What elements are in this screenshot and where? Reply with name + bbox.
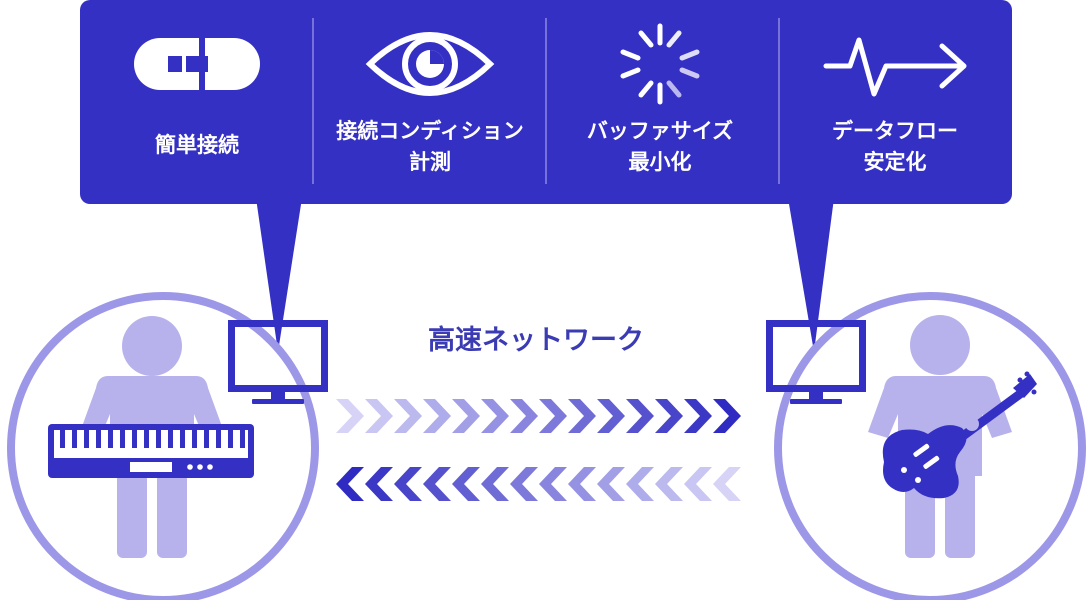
guitar-icon (882, 371, 1037, 499)
feature-banner (80, 0, 1012, 352)
chevron-left-icon (655, 467, 683, 501)
chevron-left-icon (510, 467, 538, 501)
feature-label-line: データフロー (832, 119, 958, 143)
chevron-left-icon (713, 467, 741, 501)
chevron-right-icon (539, 399, 567, 433)
chevron-left-icon (568, 467, 596, 501)
chevron-left-icon (597, 467, 625, 501)
pulse-arrow-icon (823, 37, 967, 97)
eye-icon (365, 32, 495, 96)
chevron-left-icon (626, 467, 654, 501)
guitar-player (868, 315, 1037, 558)
chevron-right-icon (452, 399, 480, 433)
feature-label-buffer: バッファサイズ 最小化 (555, 116, 765, 178)
chevron-left-icon (452, 467, 480, 501)
chevron-right-icon (597, 399, 625, 433)
banner-pointer-left (256, 198, 302, 352)
chevron-left-icon (365, 467, 393, 501)
chevron-left-icon (481, 467, 509, 501)
feature-label-easy-connect: 簡単接続 (97, 130, 297, 161)
chevron-right-icon (336, 399, 364, 433)
feature-label-line: 簡単接続 (155, 133, 239, 157)
keyboard-player (48, 316, 254, 558)
chevron-right-icon (423, 399, 451, 433)
chevron-right-icon (481, 399, 509, 433)
chevron-right-icon (684, 399, 712, 433)
feature-label-condition: 接続コンディション 計測 (320, 116, 540, 178)
chevron-right-icon (510, 399, 538, 433)
keyboard-icon (48, 424, 254, 478)
upstream-data-arrows (336, 399, 741, 433)
feature-label-line: 最小化 (628, 150, 692, 174)
feature-label-line: 安定化 (863, 150, 927, 174)
chevron-right-icon (626, 399, 654, 433)
chevron-right-icon (713, 399, 741, 433)
link-icon (134, 36, 260, 92)
network-label: 高速ネットワーク (428, 325, 644, 356)
chevron-left-icon (336, 467, 364, 501)
chevron-right-icon (394, 399, 422, 433)
spinner-icon (620, 23, 700, 105)
chevron-left-icon (423, 467, 451, 501)
chevron-right-icon (365, 399, 393, 433)
monitor-icon (228, 320, 328, 404)
banner-pointer-right (788, 198, 834, 352)
monitor-icon (766, 320, 866, 404)
chevron-right-icon (568, 399, 596, 433)
chevron-left-icon (684, 467, 712, 501)
feature-label-line: バッファサイズ (586, 119, 734, 143)
downstream-data-arrows (336, 467, 741, 501)
feature-label-line: 接続コンディション (336, 119, 524, 143)
feature-label-line: 計測 (409, 150, 451, 174)
chevron-left-icon (539, 467, 567, 501)
feature-label-dataflow: データフロー 安定化 (790, 116, 1000, 178)
chevron-left-icon (394, 467, 422, 501)
chevron-right-icon (655, 399, 683, 433)
